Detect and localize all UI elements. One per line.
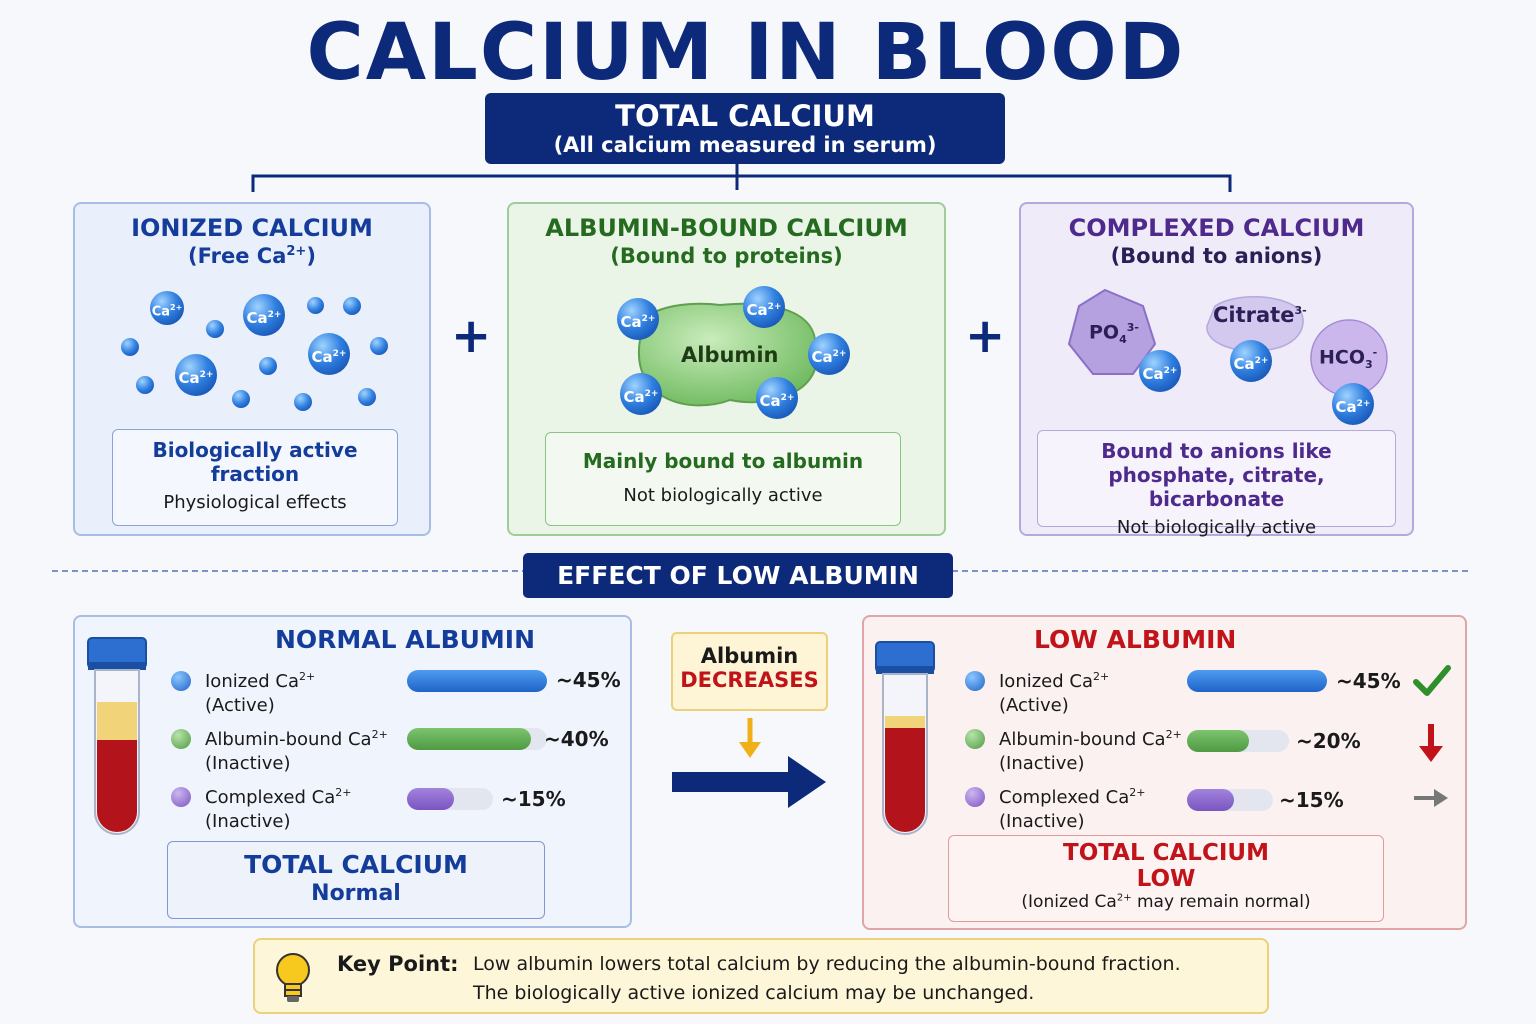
complexed-info-box: Bound to anions like phosphate, citrate,…: [1037, 430, 1396, 538]
ion-dot: [343, 297, 361, 315]
normal-heading: NORMAL ALBUMIN: [275, 625, 536, 654]
plus-sign: +: [451, 308, 492, 364]
normal-complexed-fill: [407, 788, 454, 810]
complexed-subheading: (Bound to anions): [1110, 244, 1323, 268]
phosphate-shape: [1067, 288, 1157, 375]
low-ionized-pct: ~45%: [1336, 669, 1401, 693]
ion-dot: [307, 297, 324, 314]
low-heading: LOW ALBUMIN: [1034, 625, 1237, 654]
ion-dot: [259, 357, 277, 375]
page-title: CALCIUM IN BLOOD: [306, 8, 1186, 98]
albumin-decreases-box: Albumin DECREASES: [671, 632, 828, 711]
citrate-label: Citrate3-: [1213, 303, 1307, 327]
total-calcium-subheading: (All calcium measured in serum): [553, 133, 937, 157]
ionized-dot: [171, 671, 191, 691]
total-calcium-header: TOTAL CALCIUM (All calcium measured in s…: [485, 93, 1005, 164]
citrate-shape: [1206, 296, 1304, 352]
key-point-box: Key Point: Low albumin lowers total calc…: [253, 938, 1269, 1014]
test-tube-icon: [875, 641, 935, 835]
albumin-dot: [171, 729, 191, 749]
ca-ion: Ca2+: [743, 286, 785, 328]
ca-ion: Ca2+: [243, 294, 285, 336]
ion-dot: [294, 393, 312, 411]
low-complexed-pct: ~15%: [1279, 788, 1344, 812]
ca-ion: Ca2+: [1139, 350, 1181, 392]
total-calcium-heading: TOTAL CALCIUM: [615, 99, 875, 133]
ion-dot: [358, 388, 376, 406]
complexed-heading: COMPLEXED CALCIUM: [1068, 214, 1365, 242]
normal-ionized-pct: ~45%: [556, 668, 621, 692]
check-icon: [1413, 665, 1451, 696]
albumin-label: Albumin: [681, 343, 779, 367]
ionized-dot: [965, 671, 985, 691]
low-albumin-fill: [1187, 730, 1250, 752]
normal-complexed-bar: [407, 788, 493, 810]
low-albumin-bar: [1187, 730, 1289, 752]
ca-ion: Ca2+: [617, 298, 659, 340]
complexed-dot: [171, 787, 191, 807]
low-complexed-bar: [1187, 789, 1273, 811]
ion-dot: [121, 338, 139, 356]
ca-ion: Ca2+: [175, 354, 217, 396]
lightbulb-icon: [276, 953, 310, 1002]
normal-total-box: TOTAL CALCIUM Normal: [167, 841, 545, 919]
tree-connector: [251, 164, 1232, 192]
ion-dot: [206, 320, 224, 338]
ion-dot: [136, 376, 154, 394]
low-complexed-fill: [1187, 789, 1234, 811]
low-ionized-bar: [1187, 670, 1327, 692]
ca-ion: Ca2+: [1230, 340, 1272, 382]
normal-ionized-label: Ionized Ca2+(Active): [205, 670, 316, 716]
plus-sign: +: [965, 308, 1006, 364]
effect-heading: EFFECT OF LOW ALBUMIN: [523, 553, 953, 598]
right-arrow-icon: [672, 756, 826, 808]
normal-albumin-panel: NORMAL ALBUMIN TOTAL CALCIUM Normal: [73, 615, 632, 928]
low-complexed-label: Complexed Ca2+(Inactive): [999, 786, 1146, 832]
ca-ion: Ca2+: [808, 333, 850, 375]
anion-shapes: [1067, 288, 1388, 397]
bicarbonate-label: HCO3-: [1319, 346, 1378, 372]
low-ionized-label: Ionized Ca2+(Active): [999, 670, 1110, 716]
normal-ionized-bar: [407, 670, 547, 692]
right-arrow-icon: [1414, 789, 1448, 807]
test-tube-icon: [87, 637, 147, 835]
ion-dot: [232, 390, 250, 408]
low-total-note: (Ionized Ca2+ may remain normal): [1021, 892, 1311, 912]
normal-complexed-label: Complexed Ca2+(Inactive): [205, 786, 352, 832]
albumin-info-box: Mainly bound to albumin Not biologically…: [545, 432, 901, 526]
ion-dot: [370, 337, 388, 355]
ca-ion: Ca2+: [308, 333, 350, 375]
albumin-heading: ALBUMIN-BOUND CALCIUM: [545, 214, 908, 242]
low-total-box: TOTAL CALCIUM LOW (Ionized Ca2+ may rema…: [948, 835, 1384, 922]
down-arrow-icon: [1419, 724, 1443, 762]
ionized-heading: IONIZED CALCIUM: [131, 214, 373, 242]
phosphate-label: PO43-: [1089, 321, 1139, 347]
normal-complexed-pct: ~15%: [501, 787, 566, 811]
normal-albumin-fill: [407, 728, 532, 750]
key-point-line2: The biologically active ionized calcium …: [473, 982, 1035, 1004]
normal-albumin-bar: [407, 728, 547, 750]
ca-ion: Ca2+: [1332, 383, 1374, 425]
ionized-calcium-panel: IONIZED CALCIUM (Free Ca2+) Biologically…: [73, 202, 431, 536]
ca-ion: Ca2+: [150, 291, 184, 325]
low-albumin-panel: LOW ALBUMIN TOTAL CALCIUM LOW (Ionized C…: [862, 615, 1467, 930]
low-albumin-pct: ~20%: [1296, 729, 1361, 753]
key-point-line1: Low albumin lowers total calcium by redu…: [473, 953, 1181, 975]
complexed-calcium-panel: COMPLEXED CALCIUM (Bound to anions) Boun…: [1019, 202, 1414, 538]
low-ionized-fill: [1187, 670, 1327, 692]
ca-ion: Ca2+: [756, 377, 798, 419]
ca-ion: Ca2+: [620, 373, 662, 415]
low-albumin-label: Albumin-bound Ca2+(Inactive): [999, 728, 1182, 774]
albumin-dot: [965, 729, 985, 749]
complexed-dot: [965, 787, 985, 807]
key-point-label: Key Point:: [337, 952, 459, 976]
normal-albumin-label: Albumin-bound Ca2+(Inactive): [205, 728, 388, 774]
normal-ionized-fill: [407, 670, 547, 692]
normal-albumin-pct: ~40%: [544, 727, 609, 751]
albumin-subheading: (Bound to proteins): [610, 244, 843, 268]
down-arrow-icon: [739, 718, 761, 758]
ionized-info-box: Biologically active fraction Physiologic…: [112, 429, 398, 526]
ionized-subheading: (Free Ca2+): [188, 244, 316, 268]
